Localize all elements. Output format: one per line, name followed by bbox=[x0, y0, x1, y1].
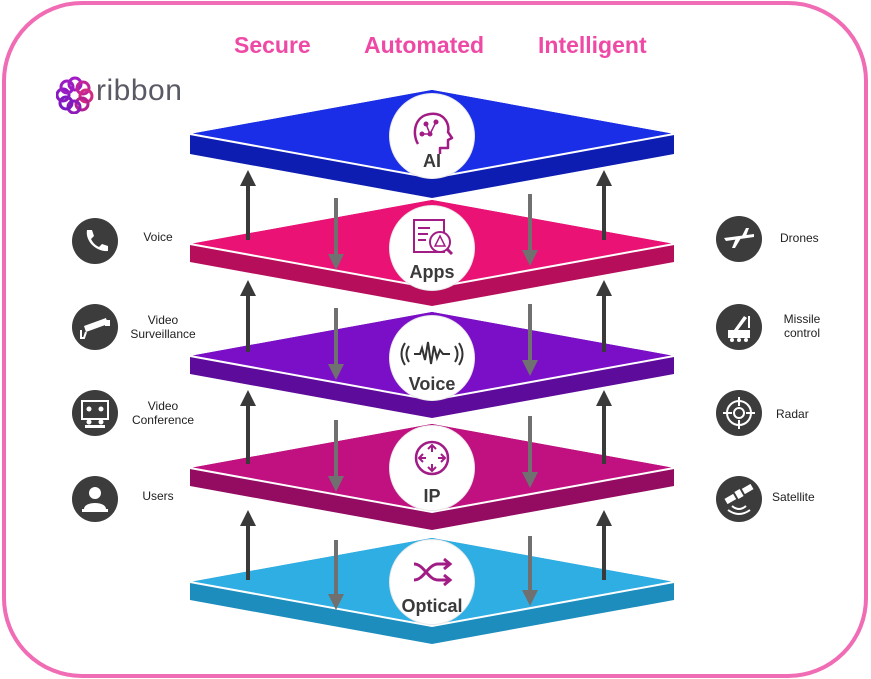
left-item-video-conference bbox=[72, 390, 118, 436]
right-label-drones: Drones bbox=[780, 231, 819, 245]
right-item-drones bbox=[716, 216, 762, 262]
satellite-icon bbox=[724, 483, 754, 515]
badge-voice bbox=[390, 316, 474, 400]
ai-head-icon bbox=[413, 112, 454, 154]
tagline-secure: Secure bbox=[234, 32, 311, 58]
voice-wave-icon bbox=[400, 341, 464, 366]
right-label-satellite: Satellite bbox=[772, 490, 815, 504]
ip-router-icon bbox=[414, 440, 450, 476]
up-arrows bbox=[240, 170, 612, 580]
badge-apps bbox=[390, 206, 474, 290]
apps-alert-icon bbox=[413, 219, 454, 256]
layer-label-voice: Voice bbox=[408, 374, 456, 394]
right-label-radar: Radar bbox=[776, 407, 809, 421]
layer-label-apps: Apps bbox=[409, 262, 455, 282]
ribbon-logo-icon bbox=[56, 76, 94, 114]
radar-icon bbox=[723, 397, 755, 429]
tagline-automated: Automated bbox=[364, 32, 485, 58]
left-item-users bbox=[72, 476, 118, 522]
right-item-missile-control bbox=[716, 304, 762, 350]
camera-icon bbox=[80, 318, 110, 339]
user-icon bbox=[82, 487, 108, 512]
layer-label-ip: IP bbox=[423, 486, 441, 506]
missile-icon bbox=[728, 316, 750, 342]
tagline-intelligent: Intelligent bbox=[538, 32, 647, 58]
phone-icon bbox=[86, 230, 108, 252]
conference-icon bbox=[81, 400, 109, 428]
optical-cross-icon bbox=[413, 557, 453, 587]
left-item-voice bbox=[72, 218, 118, 264]
down-arrows bbox=[328, 194, 538, 610]
badge-optical bbox=[390, 540, 474, 624]
badge-ai bbox=[390, 94, 474, 178]
drone-icon bbox=[724, 228, 754, 248]
left-item-video-surveillance bbox=[72, 304, 118, 350]
logo-wordmark: ribbon bbox=[96, 74, 183, 107]
right-label-missile-control: Missile control bbox=[783, 312, 821, 340]
left-label-video-surveillance: Video Surveillance bbox=[130, 313, 196, 341]
badge-ip bbox=[390, 426, 474, 510]
right-item-radar bbox=[716, 390, 762, 436]
layer-label-ai: AI bbox=[423, 151, 441, 171]
layer-label-optical: Optical bbox=[401, 596, 463, 616]
left-label-voice: Voice bbox=[143, 230, 173, 244]
left-label-users: Users bbox=[142, 489, 174, 503]
left-label-video-conference: Video Conference bbox=[131, 399, 195, 427]
right-item-satellite bbox=[716, 476, 762, 522]
